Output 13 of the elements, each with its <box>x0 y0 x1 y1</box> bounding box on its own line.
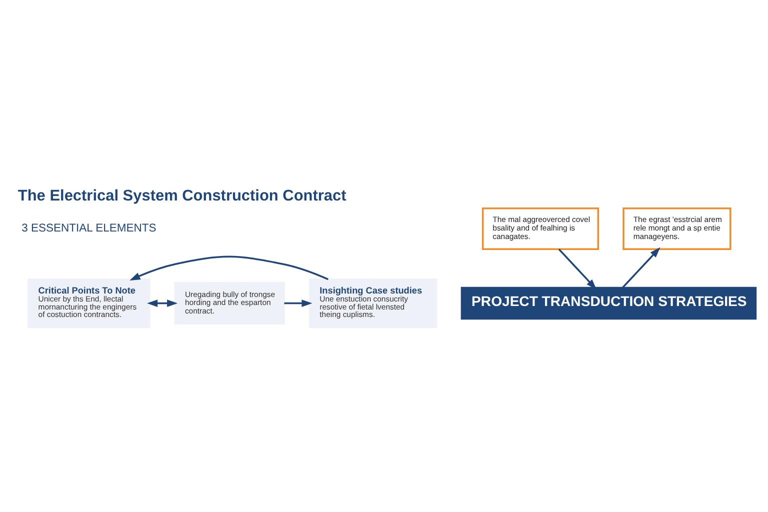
arrow <box>558 248 597 290</box>
node-box: The mal aggreoverced covel bsality and of fealhing is canagates. <box>482 206 600 250</box>
node-box: PROJECT TRANSDUCTION STRATEGIES <box>460 286 757 320</box>
arrow <box>622 246 660 288</box>
node-box: Critical Points To Note Unicer by ths End, llectal mornancturing the engingers of costuction contrancts. <box>28 278 150 328</box>
node-box: Uregading bully of trongse hording and the esparton contract. <box>174 282 285 324</box>
diagram-title: The Electrical System Construction Contract <box>18 186 346 204</box>
arrow <box>284 299 312 306</box>
node-box: Insighting Case studies Une enstuction consucrity resotive of fietal lvensted theing cuplisms. <box>308 278 438 328</box>
arrow <box>130 255 329 280</box>
label: 3 ESSENTIAL ELEMENTS <box>22 222 156 234</box>
arrow <box>147 299 178 306</box>
node-box: The egrast 'esstrcial arem rele mongt and a sp entie manageyens. <box>622 206 732 250</box>
